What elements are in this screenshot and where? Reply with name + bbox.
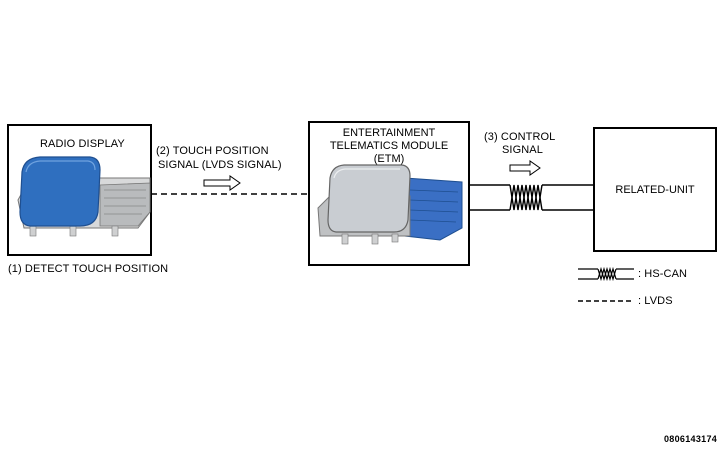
related-unit-title: RELATED-UNIT (615, 184, 695, 196)
detect-touch-label: (1) DETECT TOUCH POSITION (8, 263, 169, 275)
control-signal-arrow (509, 160, 541, 176)
etm-box (308, 121, 470, 266)
legend-hs-can-symbol (578, 266, 634, 282)
touch-signal-arrow (203, 175, 241, 191)
etm-title-line1: ENTERTAINMENT (342, 127, 436, 139)
figure-code: 0806143174 (664, 434, 718, 444)
touch-signal-label-line1: (2) TOUCH POSITION (156, 145, 269, 157)
etm-title-line2: TELEMATICS MODULE (329, 140, 449, 152)
control-signal-label-line2: SIGNAL (502, 144, 543, 156)
control-signal-label-line1: (3) CONTROL (484, 131, 556, 143)
hs-can-line (469, 184, 594, 211)
radio-display-title: RADIO DISPLAY (40, 138, 125, 150)
radio-display-image (17, 156, 151, 237)
radio-display-box (7, 124, 152, 256)
legend-hs-can-label: : HS-CAN (638, 268, 688, 280)
related-unit-box (593, 127, 717, 252)
etm-image (317, 164, 463, 245)
legend-lvds-label: : LVDS (638, 295, 673, 307)
etm-title-line3: (ETM) (373, 153, 405, 165)
touch-signal-label-line2: SIGNAL (LVDS SIGNAL) (158, 159, 282, 171)
